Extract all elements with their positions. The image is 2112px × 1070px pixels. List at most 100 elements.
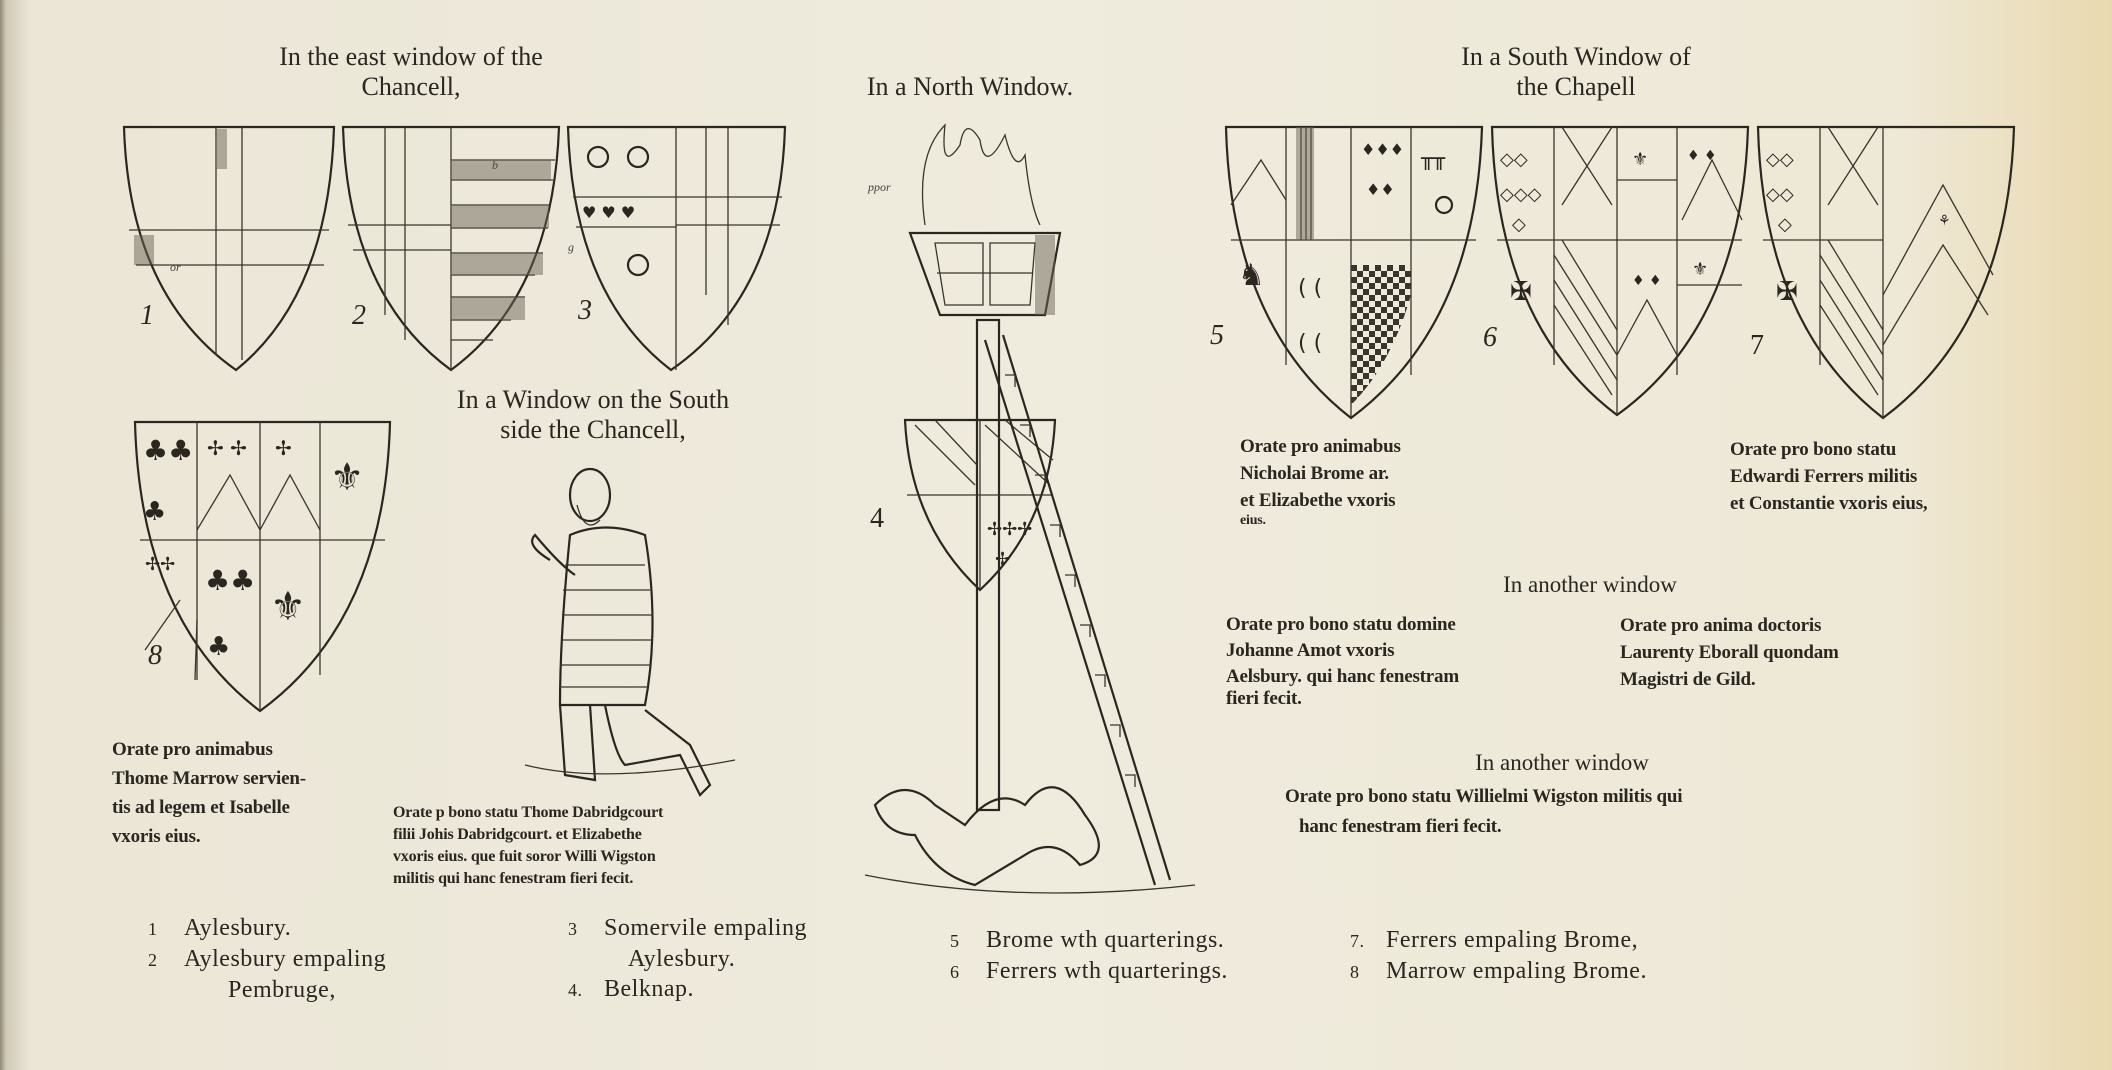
- svg-text:⚜: ⚜: [270, 584, 306, 630]
- heading-line: In the east window of the: [279, 42, 543, 71]
- legend-number: 3: [568, 919, 578, 939]
- legend-text: Somervile empaling: [604, 915, 807, 941]
- caption-line: Nicholai Brome ar.: [1240, 463, 1389, 484]
- caption-line: militis qui hanc fenestram fieri fecit.: [393, 870, 634, 887]
- legend-text: Aylesbury.: [184, 915, 292, 941]
- caption-line: Laurenty Eborall quondam: [1620, 642, 1839, 663]
- caption-line: et Constantie vxoris eius,: [1730, 493, 1928, 514]
- shield-1-aylesbury: [122, 125, 336, 372]
- caption-line: Orate pro bono statu Willielmi Wigston m…: [1285, 786, 1683, 807]
- svg-text:◇: ◇: [1512, 214, 1526, 235]
- shield-number: 7: [1750, 330, 1764, 361]
- legend-text: Belknap.: [604, 976, 694, 1002]
- svg-text:♦♦: ♦♦: [1366, 180, 1395, 199]
- shield-7-ferrers-brome: ◇◇◇◇◇ ✠⚘: [1756, 125, 2016, 420]
- heading-line: In a Window on the South: [456, 385, 730, 414]
- svg-text:✠: ✠: [1510, 277, 1532, 307]
- legend-text: Ferrers empaling Brome,: [1386, 927, 1639, 953]
- svg-text:♦ ♦: ♦ ♦: [1687, 148, 1717, 164]
- svg-text:( (: ( (: [1298, 276, 1322, 301]
- legend-text-continued: Pembruge,: [228, 977, 336, 1003]
- caption-another-window-1-right: Orate pro anima doctoris Laurenty Eboral…: [1620, 612, 1839, 693]
- legend-text: Ferrers wth quarterings.: [986, 958, 1228, 984]
- tincture-g: g: [568, 240, 574, 254]
- caption-another-window-1-left: Orate pro bono statu domine Johanne Amot…: [1226, 612, 1459, 708]
- svg-text:♣♣: ♣♣: [143, 434, 193, 467]
- svg-text:◇◇: ◇◇: [1500, 149, 1528, 170]
- checky-pattern: [1351, 265, 1411, 405]
- legend-column-2: 3 Somervile empaling Aylesbury. 4. Belknap…: [568, 913, 807, 1005]
- caption-line: Orate pro animabus: [112, 739, 273, 760]
- heading-another-window-2: In another window: [1475, 750, 1649, 775]
- legend-column-1: 1 Aylesbury. 2 Aylesbury empaling Pembruge…: [148, 913, 386, 1005]
- legend-number: 8: [1350, 962, 1360, 982]
- caption-line: Magistri de Gild.: [1620, 669, 1756, 690]
- legend-number: 4.: [568, 980, 583, 1000]
- legend-item: 8 Marrow empaling Brome.: [1350, 956, 1647, 987]
- caption-line: filii Johis Dabridgcourt. et Elizabethe: [393, 826, 642, 843]
- caption-line: Edwardi Ferrers militis: [1730, 466, 1918, 487]
- tincture-ppor: ppor: [868, 180, 891, 194]
- shield-number: 5: [1210, 320, 1224, 351]
- caption-line: Orate pro anima doctoris: [1620, 615, 1822, 636]
- svg-text:◇◇: ◇◇: [1766, 184, 1794, 205]
- svg-text:⚜: ⚜: [1632, 149, 1648, 170]
- legend-number: 6: [950, 962, 960, 982]
- svg-text:⚜: ⚜: [1692, 259, 1708, 280]
- legend-item: 4. Belknap.: [568, 974, 807, 1005]
- svg-text:✢ ✢: ✢ ✢: [207, 436, 247, 460]
- svg-text:⚜: ⚜: [330, 455, 364, 499]
- caption-line: fieri fecit.: [1226, 688, 1302, 709]
- caption-line: Orate p bono statu Thome Dabridgcourt: [393, 804, 664, 821]
- legend-number: 5: [950, 931, 960, 951]
- shield-number: 6: [1483, 322, 1497, 353]
- svg-text:⚘: ⚘: [1938, 213, 1951, 229]
- legend-number: 7.: [1350, 931, 1365, 951]
- legend-text: Brome wth quarterings.: [986, 927, 1225, 953]
- shield-number: 2: [352, 300, 366, 331]
- caption-figure: Orate p bono statu Thome Dabridgcourt fi…: [393, 802, 663, 890]
- caption-line: Orate pro bono statu: [1730, 439, 1897, 460]
- svg-text:╥╥: ╥╥: [1420, 146, 1446, 170]
- legend-column-4: 7. Ferrers empaling Brome, 8 Marrow empali…: [1350, 925, 1647, 987]
- heading-south-window-chapell: In a South Window of the Chapell: [1376, 42, 1776, 102]
- shield-2-aylesbury-pembruge: [341, 125, 561, 372]
- caption-line: hanc fenestram fieri fecit.: [1299, 816, 1502, 837]
- torch-pole-with-ladder-and-dragon: ✢✢✢✢: [864, 123, 1196, 894]
- caption-shield-5: Orate pro animabus Nicholai Brome ar. et…: [1240, 433, 1401, 528]
- shield-3-somervile-aylesbury: ♥ ♥ ♥: [566, 125, 787, 372]
- caption-line: tis ad legem et Isabelle: [112, 797, 290, 818]
- tincture-b: b: [492, 158, 498, 172]
- caption-shield-8: Orate pro animabus Thome Marrow servien-…: [112, 735, 306, 851]
- heading-east-window: In the east window of the Chancell,: [211, 42, 611, 102]
- svg-text:♦ ♦: ♦ ♦: [1632, 273, 1662, 289]
- kneeling-figure-dabridgcourt: [524, 467, 736, 797]
- svg-text:♣♣: ♣♣: [205, 564, 255, 597]
- svg-text:♥ ♥ ♥: ♥ ♥ ♥: [582, 203, 635, 222]
- shield-number: 8: [148, 640, 162, 671]
- legend-text-continued: Aylesbury.: [628, 946, 736, 972]
- shield-number: 1: [140, 300, 154, 331]
- svg-text:♣: ♣: [207, 632, 230, 662]
- shield-8-marrow-brome: ♣♣♣ ✢ ✢✢ ⚜♣♣ ⚜♣ ✢✢: [133, 420, 392, 713]
- heading-line: the Chapell: [1516, 72, 1636, 101]
- shield-5-brome-quarterings: ♦♦♦♦♦ ╥╥ ♞( (( (: [1224, 125, 1484, 420]
- svg-text:( (: ( (: [1298, 331, 1322, 356]
- caption-line: eius.: [1240, 513, 1266, 528]
- caption-shield-7: Orate pro bono statu Edwardi Ferrers mil…: [1730, 436, 1928, 517]
- tincture-or: or: [170, 260, 181, 274]
- svg-text:♣: ♣: [143, 497, 166, 527]
- legend-number: 1: [148, 919, 158, 939]
- svg-text:◇: ◇: [1778, 214, 1792, 235]
- svg-text:✠: ✠: [1776, 277, 1798, 307]
- svg-text:✢✢✢: ✢✢✢: [987, 519, 1032, 540]
- caption-line: Thome Marrow servien-: [112, 768, 306, 789]
- legend-text: Marrow empaling Brome.: [1386, 958, 1647, 984]
- svg-text:✢: ✢: [995, 549, 1010, 570]
- caption-line: vxoris eius.: [112, 826, 201, 847]
- legend-text: Aylesbury empaling: [184, 946, 387, 972]
- shield-number: 4: [870, 503, 884, 534]
- caption-line: Orate pro animabus: [1240, 436, 1401, 457]
- legend-number: 2: [148, 950, 158, 970]
- svg-text:✢✢: ✢✢: [145, 554, 175, 575]
